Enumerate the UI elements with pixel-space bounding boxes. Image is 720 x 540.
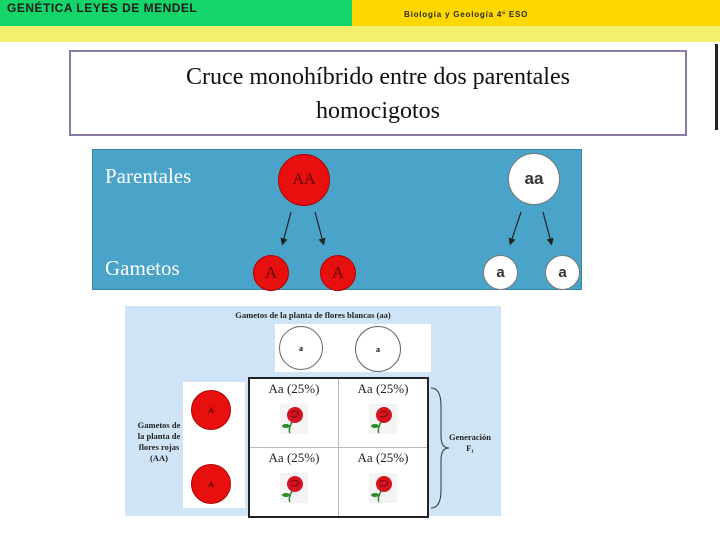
arrow-white-left [511,212,521,242]
top-gametes-box: a a [275,324,431,372]
cell-genotype: Aa (25%) [250,381,338,397]
left-gamete-2: A [191,464,231,504]
cell-genotype: Aa (25%) [339,381,427,397]
arrow-red-right [315,212,323,242]
red-plant-gametes-label: Gametos de la planta de flores rojas (AA… [129,420,189,464]
punnett-cell: Aa (25%) [339,379,427,447]
top-gamete-2: a [355,326,401,372]
punnett-cell: Aa (25%) [250,448,338,516]
side-divider [715,44,718,130]
arrow-white-right [543,212,551,242]
gamete-red-2: A [320,255,356,291]
red-rose-icon [280,404,308,434]
slide-title-line1: Cruce monohíbrido entre dos parentales [71,64,685,91]
header-title: GENÉTICA LEYES DE MENDEL [7,1,197,15]
arrow-red-left [283,212,291,242]
punnett-cell: Aa (25%) [339,448,427,516]
punnett-cell: Aa (25%) [250,379,338,447]
generation-f1-label: Generación F₁ [441,432,499,454]
slide-title-box: Cruce monohíbrido entre dos parentales h… [69,50,687,136]
header-left-bar: GENÉTICA LEYES DE MENDEL [0,0,352,26]
gamete-red-1: A [253,255,289,291]
parentales-gametos-panel: Parentales Gametos AA aa A A a a [92,149,582,290]
header-subtitle: Biología y Geología 4º ESO [404,10,528,19]
cell-genotype: Aa (25%) [250,450,338,466]
header-band [0,26,720,42]
cell-genotype: Aa (25%) [339,450,427,466]
top-gamete-1: a [279,326,323,370]
punnett-header: Gametos de la planta de flores blancas (… [125,310,501,320]
left-gametes-box: A A [183,382,245,508]
red-rose-icon [280,473,308,503]
gamete-white-2: a [545,255,580,290]
punnett-grid: Aa (25%) Aa (25%) Aa (25%) Aa (25%) [248,377,429,518]
header-right-bar: Biología y Geología 4º ESO [352,0,720,26]
gamete-white-1: a [483,255,518,290]
left-gamete-1: A [191,390,231,430]
slide-title-line2: homocigotos [71,98,685,125]
red-rose-icon [369,404,397,434]
red-rose-icon [369,473,397,503]
